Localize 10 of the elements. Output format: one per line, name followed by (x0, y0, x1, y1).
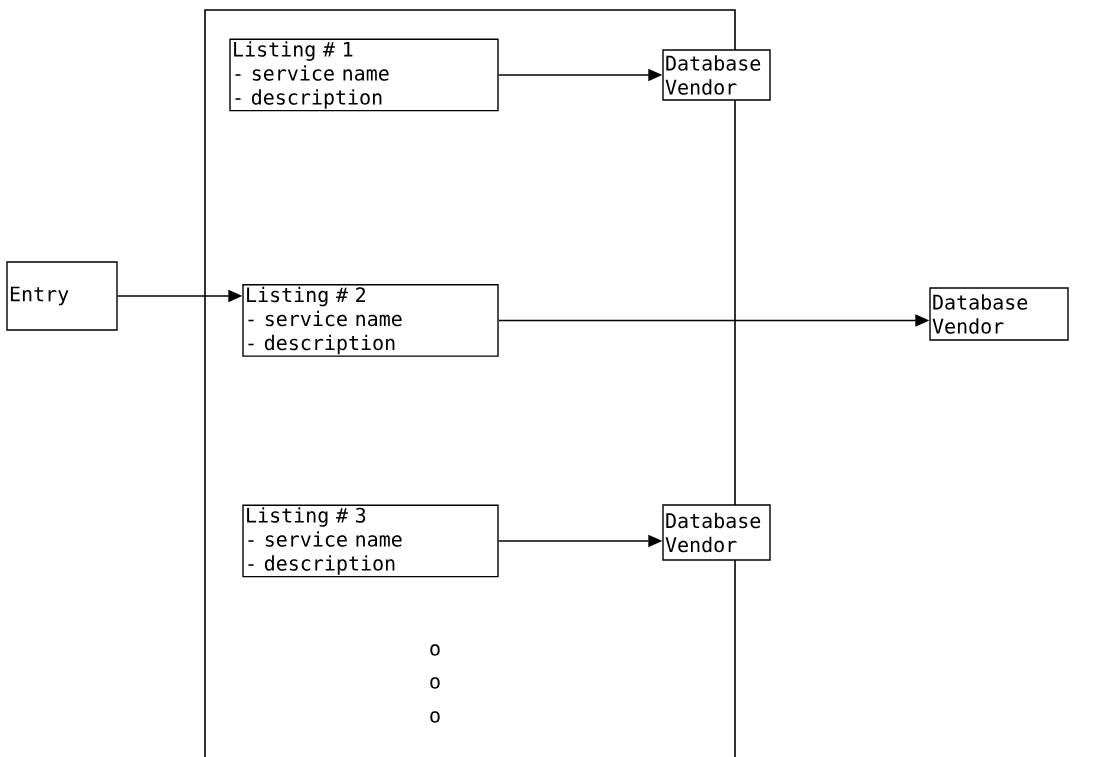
listing-box: Listing # 1 - service name - description (229, 38, 499, 112)
process-box: Database Vendor (662, 49, 771, 101)
process-box: Entry (6, 261, 118, 331)
process-box: Database Vendor (929, 287, 1069, 341)
listing-box: Listing # 3 - service name - description (242, 504, 499, 578)
ellipsis-dot: o (430, 677, 440, 689)
process-box: Database Vendor (662, 504, 771, 561)
listing-box: Listing # 2 - service name - description (242, 284, 499, 357)
ellipsis-dot: o (430, 644, 440, 656)
ellipsis-dot: o (430, 711, 440, 723)
